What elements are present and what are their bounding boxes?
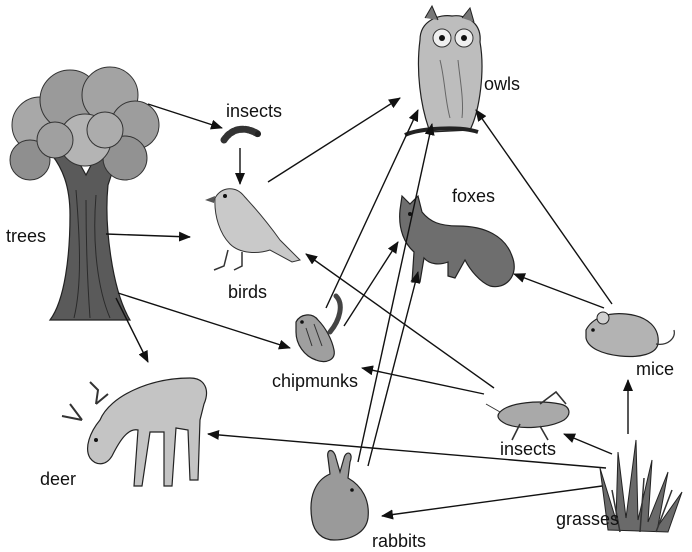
label-birds: birds — [228, 283, 267, 301]
label-chipmunks: chipmunks — [272, 372, 358, 390]
arrow-insects-to-birds-2 — [306, 254, 494, 388]
arrow-mice-to-foxes — [514, 274, 604, 308]
caterpillar-picture — [224, 129, 261, 140]
label-rabbits: rabbits — [372, 532, 426, 550]
arrow-rabbits-to-owls — [358, 124, 432, 462]
fox-picture — [400, 196, 515, 287]
label-owls: owls — [484, 75, 520, 93]
arrow-insects-to-chipmunks — [362, 368, 484, 394]
tree-picture — [10, 67, 159, 320]
arrow-birds-to-owls — [268, 98, 400, 182]
label-deer: deer — [40, 470, 76, 488]
label-insects-top: insects — [226, 102, 282, 120]
label-grasses: grasses — [556, 510, 619, 528]
label-foxes: foxes — [452, 187, 495, 205]
rabbit-picture — [311, 451, 368, 541]
bird-picture — [205, 189, 300, 270]
owl-picture — [405, 6, 482, 135]
mouse-picture — [586, 312, 674, 357]
arrow-grasses-to-insects — [564, 434, 612, 454]
chipmunk-picture — [296, 296, 340, 362]
arrow-trees-to-birds — [106, 234, 190, 237]
label-mice: mice — [636, 360, 674, 378]
deer-picture — [62, 378, 206, 486]
label-insects-bottom: insects — [500, 440, 556, 458]
arrow-trees-to-deer — [116, 298, 148, 362]
label-trees: trees — [6, 227, 46, 245]
grasshopper-picture — [486, 392, 569, 440]
